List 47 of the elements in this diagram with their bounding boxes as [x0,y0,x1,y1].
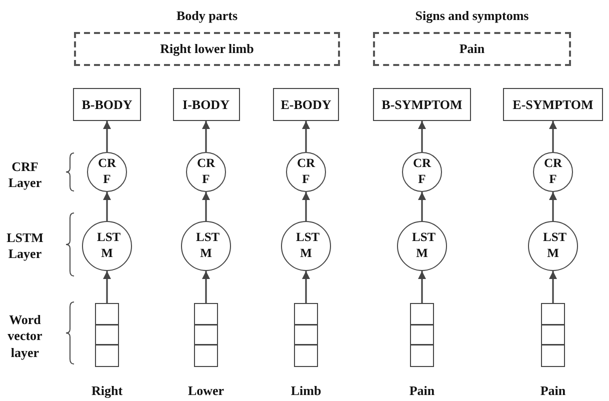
layer-label: CRF Layer [7,159,43,192]
arrow [302,271,310,303]
arrow [418,271,426,303]
lstm-circle: LST M [397,221,447,271]
group-heading: Body parts [175,8,239,24]
arrow [103,271,111,303]
arrow [418,121,426,152]
tag-box: E-SYMPTOM [503,88,603,121]
arrow [302,121,310,152]
crf-circle: CR F [533,152,573,192]
word-vector-box [541,303,565,367]
arrow [418,192,426,221]
arrow [549,121,557,152]
crf-circle: CR F [286,152,326,192]
word-vector-box [194,303,218,367]
word-label: Pain [539,383,567,400]
crf-circle: CR F [402,152,442,192]
arrow [103,121,111,152]
lstm-circle: LST M [181,221,231,271]
word-vector-box [95,303,119,367]
tag-box: B-BODY [73,88,141,121]
layer-label: LSTM Layer [6,230,44,262]
crf-circle: CR F [186,152,226,192]
group-label: Pain [459,41,485,57]
arrow [103,192,111,221]
word-vector-box [410,303,434,367]
layer-label: Word vector layer [6,312,44,361]
arrow [302,192,310,221]
tag-box: E-BODY [273,88,339,121]
lstm-circle: LST M [82,221,132,271]
lstm-circle: LST M [281,221,331,271]
group-label: Right lower limb [160,41,254,57]
word-label: Limb [290,383,322,400]
word-vector-box [294,303,318,367]
tag-box: B-SYMPTOM [373,88,471,121]
tag-box: I-BODY [172,88,240,121]
arrow [549,192,557,221]
word-label: Right [90,383,124,400]
word-label: Lower [186,383,226,400]
arrow [202,271,210,303]
arrow [549,271,557,303]
word-label: Pain [408,383,436,400]
arrow [202,121,210,152]
crf-circle: CR F [87,152,127,192]
group-heading: Signs and symptoms [414,8,530,24]
lstm-circle: LST M [528,221,578,271]
arrow [202,192,210,221]
